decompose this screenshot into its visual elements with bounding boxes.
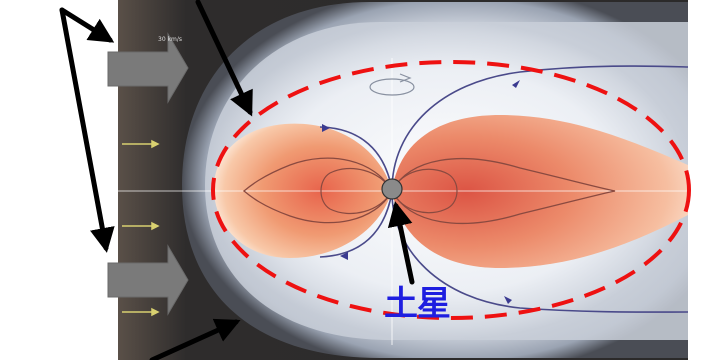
saturn-marker-icon: [382, 179, 402, 199]
pointer-arrow-to-bottom-block: [62, 10, 106, 248]
corner-note: 30 km/s: [158, 37, 182, 43]
saturn-label: 土星: [384, 287, 450, 321]
